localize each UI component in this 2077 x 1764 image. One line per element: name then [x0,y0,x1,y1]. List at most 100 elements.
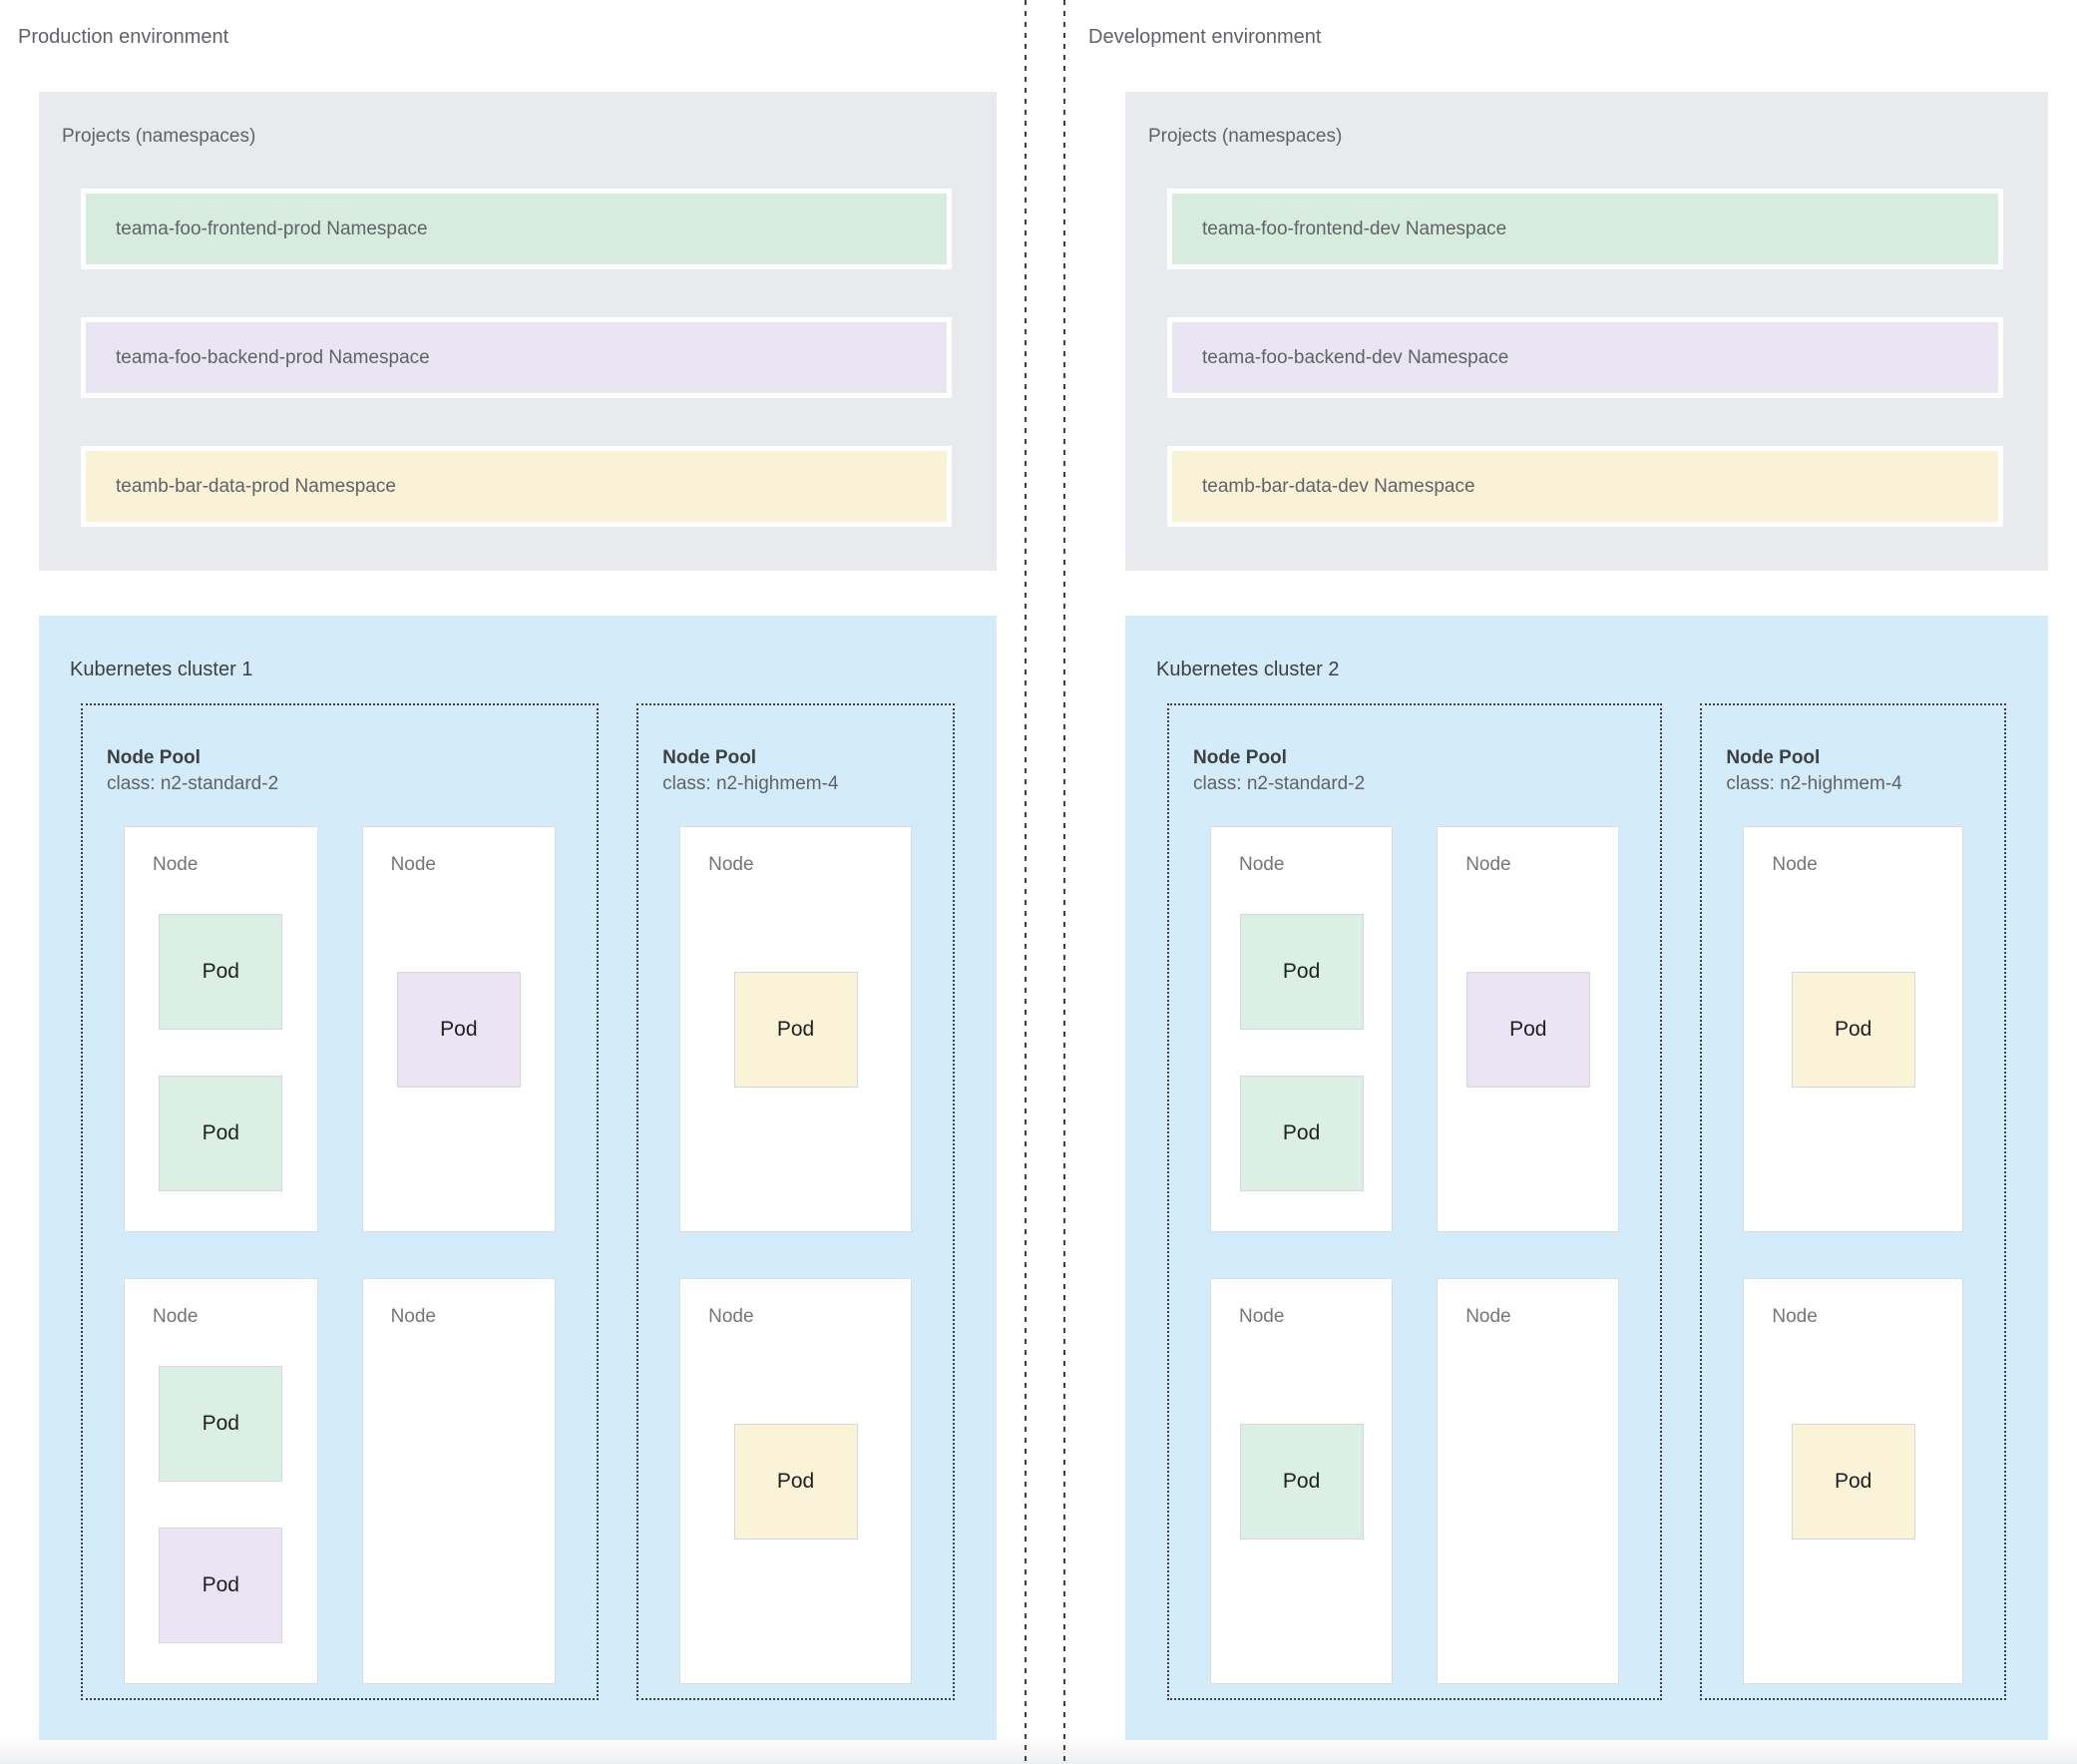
node-label: Node [153,854,199,875]
environment-divider-line-left [1025,0,1027,1764]
node-label: Node [1239,1306,1285,1327]
pod-label: Pod [1835,1470,1872,1493]
pods: Pod [680,1330,911,1540]
projects-box: Projects (namespaces) teama-foo-frontend… [39,92,997,571]
node-pool-title: Node Pool [107,747,201,768]
node-label: Node [1465,1306,1511,1327]
namespace-label: teama-foo-frontend-dev Namespace [1202,218,1507,239]
pod: Pod [396,972,521,1088]
node-label: Node [1772,854,1818,875]
pods: Pod [1744,878,1962,1088]
pods [1438,1330,1618,1366]
namespace-bar: teamb-bar-data-prod Namespace [81,446,952,527]
node-label: Node [708,1306,754,1327]
development-environment: Projects (namespaces) teama-foo-frontend… [1125,0,2048,1740]
pod-label: Pod [202,1412,239,1435]
production-environment-title: Production environment [18,26,229,48]
node-label: Node [390,1306,436,1327]
pod-label: Pod [202,1573,239,1596]
pod: Pod [1239,1076,1364,1191]
pod-label: Pod [776,1018,815,1041]
cluster-title: Kubernetes cluster 2 [1156,659,1340,680]
namespace-bar: teamb-bar-data-dev Namespace [1167,446,2003,527]
node-label: Node [708,854,754,875]
node-pool-title: Node Pool [1193,747,1287,768]
pods: Pod [680,878,911,1088]
pod-label: Pod [1282,1121,1321,1144]
pod-label: Pod [776,1470,815,1493]
node: Node [361,1278,557,1684]
namespace-label: teama-foo-backend-prod Namespace [116,346,430,368]
projects-label: Projects (namespaces) [1148,126,1343,147]
environment-divider-line-right [1063,0,1065,1764]
pod-label: Pod [1282,1470,1321,1493]
node-pool-class: class: n2-standard-2 [1193,773,1366,794]
pod-label: Pod [1509,1018,1547,1041]
node-pool-title: Node Pool [662,747,757,768]
namespace-bar: teama-foo-frontend-dev Namespace [1167,189,2003,269]
pod-label: Pod [1835,1018,1872,1041]
cluster-title: Kubernetes cluster 1 [70,659,253,680]
namespace-list: teama-foo-frontend-dev Namespace teama-fo… [1167,189,2003,527]
pods: Pod [1438,878,1618,1088]
node: Node [1437,1278,1620,1684]
node-label: Node [153,1306,199,1327]
pod: Pod [733,1424,858,1540]
pod: Pod [1791,972,1915,1088]
node-pool-class: class: n2-highmem-4 [1726,773,1902,794]
namespace-list: teama-foo-frontend-prod Namespace teama-f… [81,189,952,527]
namespace-label: teama-foo-backend-dev Namespace [1202,346,1509,368]
node-label: Node [1239,854,1285,875]
pod: Pod [159,1528,283,1643]
pod: Pod [1465,972,1590,1088]
pods: Pod [363,878,556,1088]
projects-label: Projects (namespaces) [62,126,256,147]
pod: Pod [159,1076,283,1191]
development-environment-title: Development environment [1088,26,1322,48]
namespace-label: teama-foo-frontend-prod Namespace [116,218,428,239]
namespace-label: teamb-bar-data-dev Namespace [1202,475,1475,497]
node-label: Node [1772,1306,1818,1327]
namespace-bar: teama-foo-backend-dev Namespace [1167,317,2003,398]
production-environment: Projects (namespaces) teama-foo-frontend… [39,0,997,1740]
pod-label: Pod [440,1018,478,1041]
node-pool-class: class: n2-standard-2 [107,773,279,794]
pod: Pod [1239,1424,1364,1540]
pods: Pod [1744,1330,1962,1540]
node-label: Node [390,854,436,875]
pod: Pod [1791,1424,1915,1540]
pod: Pod [159,1366,283,1482]
pod: Pod [1239,914,1364,1030]
namespace-bar: teama-foo-backend-prod Namespace [81,317,952,398]
pod-label: Pod [202,960,239,983]
node-pool-header: Node Pool class: n2-standard-2 [1193,745,1619,797]
pod-label: Pod [202,1121,239,1144]
pod-label: Pod [1282,960,1321,983]
